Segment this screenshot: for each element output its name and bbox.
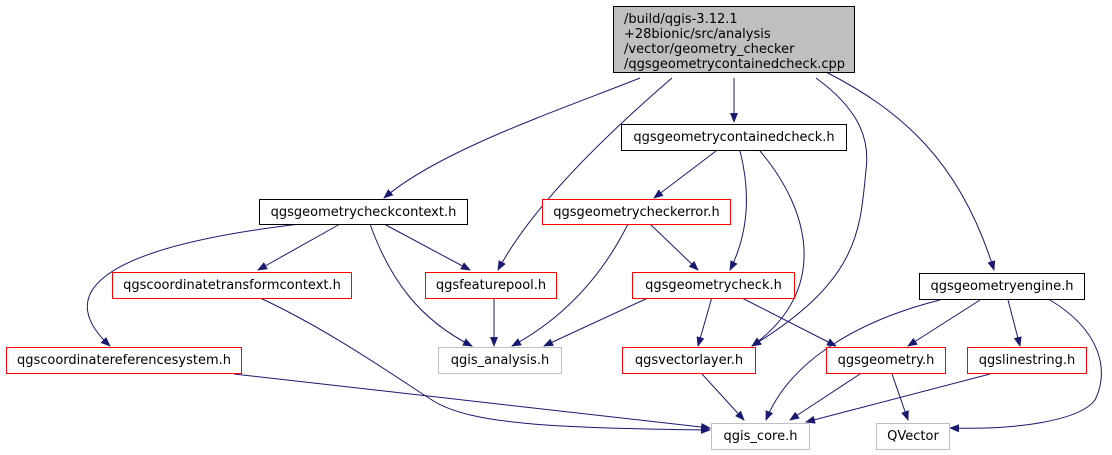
edge-vectorlayer-to-qgis-core [701,373,745,421]
node-checkerror-h[interactable]: qgsgeometrycheckerror.h [542,199,731,225]
node-qgis-analysis-h: qgis_analysis.h [438,347,562,374]
edge-root-to-vectorlayer [751,77,868,347]
root-label-line-4: /qgsgeometrycontainedcheck.cpp [624,57,846,72]
root-label-line-1: /build/qgis-3.12.1 [624,12,738,27]
edge-geometryengine-to-linestring [1007,299,1022,347]
edge-coordtransform-to-qgis-core [257,296,711,434]
node-vectorlayer-h[interactable]: qgsvectorlayer.h [622,347,756,374]
edge-geometrycheck-to-geometry [739,296,837,347]
node-coordtransformcontext-h[interactable]: qgscoordinatetransformcontext.h [112,272,352,299]
edge-containedcheck-to-geometrycheck [729,150,748,271]
node-checkcontext-h[interactable]: qgsgeometrycheckcontext.h [259,199,468,225]
edge-crs-to-qgis-core [233,373,711,431]
root-label-line-2: +28bionic/src/analysis [624,27,771,42]
edge-geometryengine-to-geometry [907,299,981,347]
edge-geometry-to-qgis-core [789,373,861,421]
node-crs-h[interactable]: qgscoordinatereferencesystem.h [6,347,242,374]
node-geometrycheck-h[interactable]: qgsgeometrycheck.h [632,272,795,299]
edge-geometryengine-to-qgis-core [765,299,941,421]
node-featurepool-h[interactable]: qgsfeaturepool.h [425,272,557,299]
edge-geometrycheck-to-qgis-analysis [543,296,651,347]
node-geometry-h[interactable]: qgsgeometry.h [826,347,946,374]
edge-checkerror-to-geometrycheck [649,223,699,271]
node-containedcheck-h[interactable]: qgsgeometrycontainedcheck.h [621,124,847,151]
edge-containedcheck-to-checkerror [653,150,717,199]
edge-checkcontext-to-crs [86,223,301,347]
edge-geometrycheck-to-vectorlayer [696,296,713,347]
edge-checkcontext-to-featurepool [383,223,471,271]
edge-checkcontext-to-qgis-analysis [369,223,473,347]
node-qgis-core-h: qgis_core.h [711,423,810,450]
edge-linestring-to-qgis-core [805,373,991,424]
node-geometryengine-h[interactable]: qgsgeometryengine.h [919,273,1085,300]
node-linestring-h[interactable]: qgslinestring.h [967,347,1087,374]
node-root-file: /build/qgis-3.12.1 +28bionic/src/analysi… [613,6,855,73]
edge-checkerror-to-qgis-analysis [511,223,629,347]
edge-root-to-featurepool [497,77,673,271]
edge-root-to-geometryengine [825,71,996,271]
root-label-line-3: /vector/geometry_checker [624,42,795,57]
edge-root-to-checkcontext [383,77,641,199]
edge-geometryengine-to-qvector [949,299,1102,433]
edge-checkcontext-to-coordtransform [257,223,341,271]
node-qvector: QVector [876,423,950,450]
edge-containedcheck-to-vectorlayer [751,150,805,347]
